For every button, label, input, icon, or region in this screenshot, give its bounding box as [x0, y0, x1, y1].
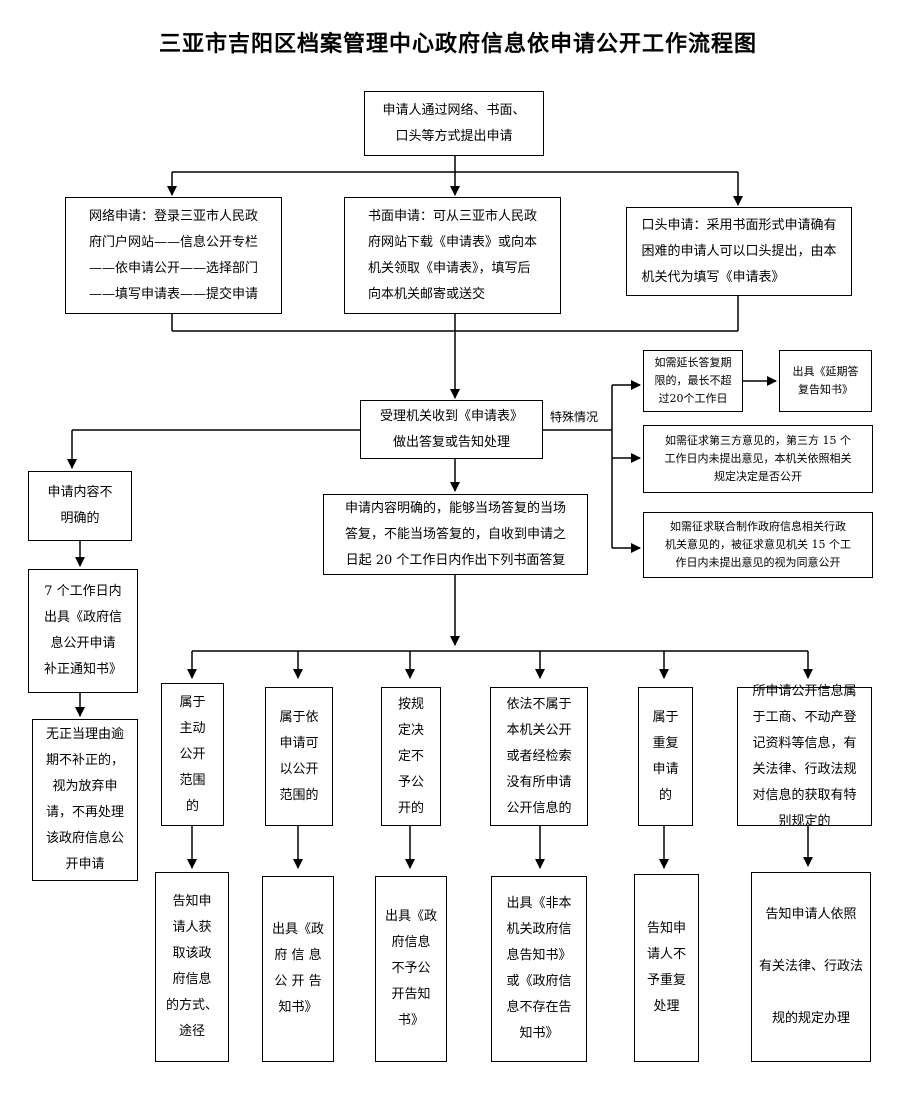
outcome-text: 告知申请人依照 有关法律、行政法 规的规定办理 [758, 907, 863, 1026]
branch-condition-text: 属于 重复 申请 的 [652, 709, 679, 803]
clear-request-text: 申请内容明确的，能够当场答复的当场 答复，不能当场答复的，自收到申请之 日起 2… [344, 500, 566, 568]
third-party-opinion-box: 如需征求第三方意见的，第三方 15 个 工作日内未提出意见，本机关依照相关 规定… [643, 425, 873, 493]
outcome-legal-regulation-notice: 告知申请人依照 有关法律、行政法 规的规定办理 [751, 872, 871, 1062]
correction-notice-text: 7 个工作日内 出具《政府信 息公开申请 补正通知书》 [43, 584, 122, 677]
receive-box: 受理机关收到《申请表》 做出答复或告知处理 [360, 400, 543, 459]
extension-notice-box: 出具《延期答 复告知书》 [779, 350, 872, 412]
outcome-duplicate-notice: 告知申 请人不 予重复 处理 [634, 874, 699, 1062]
outcome-text: 告知申 请人不 予重复 处理 [646, 921, 686, 1014]
correction-notice-box: 7 个工作日内 出具《政府信 息公开申请 补正通知书》 [28, 569, 138, 693]
unclear-request-box: 申请内容不 明确的 [28, 471, 132, 541]
branch-not-disclosed: 按规 定决 定不 予公 开的 [381, 687, 441, 826]
online-application-text: 网络申请：登录三亚市人民政 府门户网站——信息公开专栏 ——依申请公开——选择部… [88, 208, 258, 302]
online-application-box: 网络申请：登录三亚市人民政 府门户网站——信息公开专栏 ——依申请公开——选择部… [65, 197, 282, 314]
outcome-disclosure-notice: 出具《政 府 信 息 公 开 告 知书》 [262, 876, 334, 1062]
branch-duplicate-request: 属于 重复 申请 的 [638, 687, 693, 826]
branch-condition-text: 属于 主动 公开 范围 的 [179, 694, 206, 814]
outcome-not-held-notice: 出具《非本 机关政府信 息告知书》 或《政府信 息不存在告 知书》 [491, 876, 587, 1062]
abandoned-request-box: 无正当理由逾 期不补正的， 视为放弃申 请，不再处理 该政府信息公 开申请 [32, 719, 138, 881]
third-party-opinion-text: 如需征求第三方意见的，第三方 15 个 工作日内未提出意见，本机关依照相关 规定… [664, 434, 852, 483]
start-text: 申请人通过网络、书面、 口头等方式提出申请 [382, 102, 526, 144]
start-box: 申请人通过网络、书面、 口头等方式提出申请 [364, 91, 544, 156]
branch-special-regulation: 所申请公开信息属 于工商、不动产登 记资料等信息，有 关法律、行政法规 对信息的… [737, 684, 872, 829]
unclear-request-text: 申请内容不 明确的 [47, 485, 113, 526]
abandoned-request-text: 无正当理由逾 期不补正的， 视为放弃申 请，不再处理 该政府信息公 开申请 [45, 727, 124, 872]
outcome-text: 出具《政 府信息 不予公 开告知 书》 [384, 909, 437, 1028]
branch-active-disclosure: 属于 主动 公开 范围 的 [161, 683, 224, 826]
outcome-text: 出具《非本 机关政府信 息告知书》 或《政府信 息不存在告 知书》 [506, 896, 572, 1041]
receive-text: 受理机关收到《申请表》 做出答复或告知处理 [379, 408, 523, 450]
outcome-non-disclosure-notice: 出具《政 府信息 不予公 开告知 书》 [375, 876, 447, 1062]
joint-agency-opinion-box: 如需征求联合制作政府信息相关行政 机关意见的，被征求意见机关 15 个工 作日内… [643, 512, 873, 578]
extend-deadline-text: 如需延长答复期 限的，最长不超 过20个工作日 [654, 356, 732, 405]
written-application-text: 书面申请：可从三亚市人民政 府网站下载《申请表》或向本 机关领取《申请表》，填写… [367, 208, 537, 302]
page-title: 三亚市吉阳区档案管理中心政府信息依申请公开工作流程图 [158, 32, 757, 57]
special-case-label: 特殊情况 [550, 410, 599, 424]
written-application-box: 书面申请：可从三亚市人民政 府网站下载《申请表》或向本 机关领取《申请表》，填写… [344, 197, 561, 314]
extension-notice-text: 出具《延期答 复告知书》 [792, 365, 859, 396]
oral-application-text: 口头申请：采用书面形式申请确有 困难的申请人可以口头提出，由本 机关代为填写《申… [641, 217, 837, 285]
branch-condition-text: 按规 定决 定不 予公 开的 [397, 696, 424, 816]
branch-condition-text: 属于依 申请可 以公开 范围的 [279, 709, 319, 803]
outcome-text: 出具《政 府 信 息 公 开 告 知书》 [271, 922, 324, 1015]
branch-condition-text: 依法不属于 本机关公开 或者经检索 没有所申请 公开信息的 [506, 696, 572, 816]
extend-deadline-box: 如需延长答复期 限的，最长不超 过20个工作日 [643, 350, 743, 412]
branch-condition-text: 所申请公开信息属 于工商、不动产登 记资料等信息，有 关法律、行政法规 对信息的… [752, 683, 857, 829]
branch-not-held: 依法不属于 本机关公开 或者经检索 没有所申请 公开信息的 [490, 687, 588, 826]
oral-application-box: 口头申请：采用书面形式申请确有 困难的申请人可以口头提出，由本 机关代为填写《申… [626, 207, 852, 296]
clear-request-box: 申请内容明确的，能够当场答复的当场 答复，不能当场答复的，自收到申请之 日起 2… [323, 494, 588, 575]
outcome-text: 告知申 请人获 取该政 府信息 的方式、 途径 [165, 894, 218, 1039]
branch-disclosable-on-request: 属于依 申请可 以公开 范围的 [265, 687, 333, 826]
joint-agency-opinion-text: 如需征求联合制作政府信息相关行政 机关意见的，被征求意见机关 15 个工 作日内… [665, 520, 851, 569]
outcome-access-method-notice: 告知申 请人获 取该政 府信息 的方式、 途径 [155, 872, 229, 1062]
